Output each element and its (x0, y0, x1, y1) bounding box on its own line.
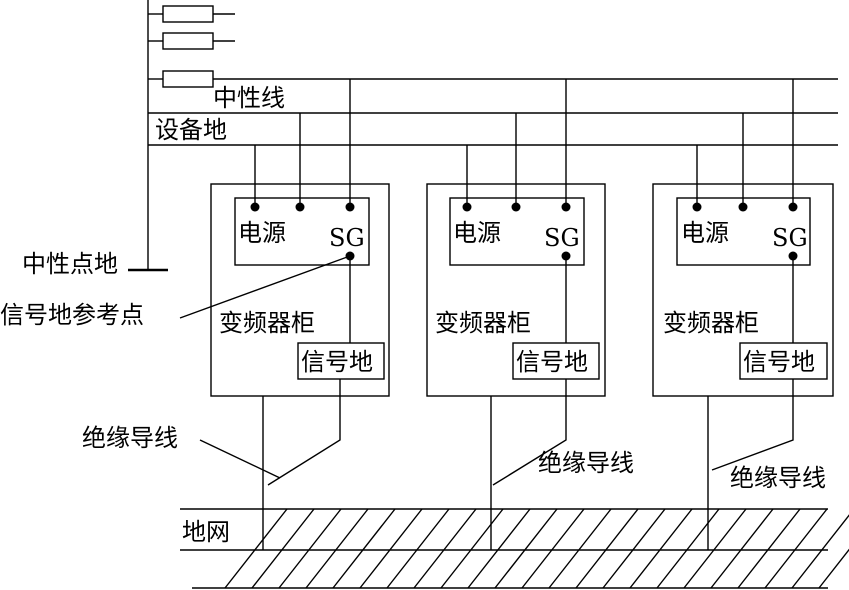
cabinet-name: 变频器柜 (435, 309, 531, 337)
neutral-point-ground-label: 中性点地 (22, 250, 118, 278)
ground-hatch-line (521, 508, 585, 589)
neutral-line-label: 中性线 (213, 84, 285, 112)
inverter-cabinet-3: 电源 SG 变频器柜 信号地 (652, 79, 834, 550)
signal-ground-label: 信号地 (743, 348, 815, 376)
ground-hatch-line (278, 508, 342, 589)
ground-hatch-line (737, 508, 801, 589)
equipment-ground-label: 设备地 (155, 116, 227, 144)
ground-hatch-line (764, 508, 828, 589)
signal-ground-ref-label: 信号地参考点 (0, 301, 144, 329)
ground-hatch-line (683, 508, 747, 589)
power-label: 电源 (681, 219, 729, 247)
insulated-wire-label: 绝缘导线 (538, 449, 634, 477)
ref-point-leader (179, 255, 351, 319)
signal-ground-label: 信号地 (301, 348, 373, 376)
insulated-wire-label: 绝缘导线 (730, 464, 826, 492)
feeder-resistor (148, 32, 235, 50)
ground-hatch-line (548, 508, 612, 589)
sg-label: SG (772, 224, 808, 252)
ground-hatch-line (791, 514, 849, 589)
ground-hatch-line (656, 508, 720, 589)
ground-hatch-line (251, 508, 315, 589)
inverter-cabinet-2: 电源 SG 变频器柜 信号地 (426, 79, 606, 550)
ground-hatch-line (359, 508, 423, 589)
inverter-cabinet-1: 电源 SG 变频器柜 信号地 (210, 79, 390, 550)
ground-hatch-line (305, 508, 369, 589)
ground-grid (180, 508, 849, 589)
cabinet-name: 变频器柜 (219, 309, 315, 337)
ground-hatch-line (467, 508, 531, 589)
ground-hatch-line (413, 508, 477, 589)
insulated-wire-leader (199, 439, 281, 479)
insulated-wire-label: 绝缘导线 (82, 424, 178, 452)
ground-hatch-line (494, 508, 558, 589)
ground-hatch-line (629, 508, 693, 589)
power-label: 电源 (238, 219, 286, 247)
sg-label: SG (329, 224, 365, 252)
ground-grid-label: 地网 (182, 518, 230, 546)
ground-hatch-line (332, 508, 396, 589)
ground-hatch-line (818, 548, 849, 589)
ground-hatch-line (440, 508, 504, 589)
ground-hatch-line (575, 508, 639, 589)
signal-ground-label: 信号地 (516, 348, 588, 376)
cabinet-name: 变频器柜 (663, 309, 759, 337)
sg-label: SG (544, 224, 580, 252)
ground-hatch-line (224, 508, 288, 589)
ground-hatch-line (602, 508, 666, 589)
ground-hatch-line (386, 508, 450, 589)
power-label: 电源 (453, 219, 501, 247)
feeder-resistor (148, 70, 838, 88)
ground-hatch-line (710, 508, 774, 589)
feeder-resistor (148, 5, 235, 23)
